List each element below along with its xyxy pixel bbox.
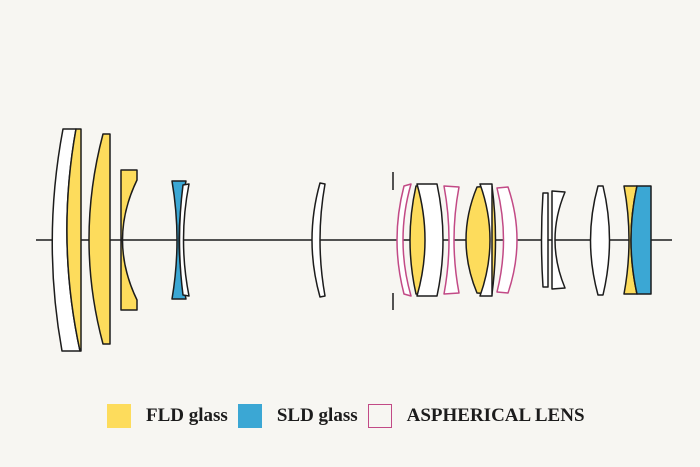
aspherical-swatch: [367, 404, 392, 428]
aspherical-element-2: [443, 185, 460, 295]
lens-element-13: [551, 190, 566, 290]
lens-element-9: [416, 183, 444, 297]
aspherical-element-3: [496, 186, 518, 294]
fld-label: FLD glass: [146, 405, 228, 426]
legend-item-fld: FLD glass: [107, 404, 228, 428]
legend-item-aspherical: ASPHERICAL LENS: [367, 404, 585, 428]
aspherical-label: ASPHERICAL LENS: [406, 405, 585, 426]
lens-element-7: [311, 182, 326, 298]
lens-element-6: [178, 183, 190, 297]
lens-element-12: [540, 192, 549, 288]
lens-element-14: [589, 185, 611, 296]
fld-swatch: [107, 404, 131, 428]
lens-element-3-fld: [88, 133, 111, 345]
lens-element-16-sld: [630, 185, 652, 295]
sld-label: SLD glass: [276, 405, 358, 426]
sld-swatch: [237, 404, 262, 428]
legend: FLD glass SLD glass ASPHERICAL LENS: [107, 404, 595, 428]
lens-element-11: [479, 183, 493, 297]
legend-item-sld: SLD glass: [237, 404, 358, 428]
lens-element-4-fld: [120, 169, 138, 311]
aspherical-element-1: [396, 183, 412, 297]
lens-element-2-fld: [66, 128, 82, 352]
